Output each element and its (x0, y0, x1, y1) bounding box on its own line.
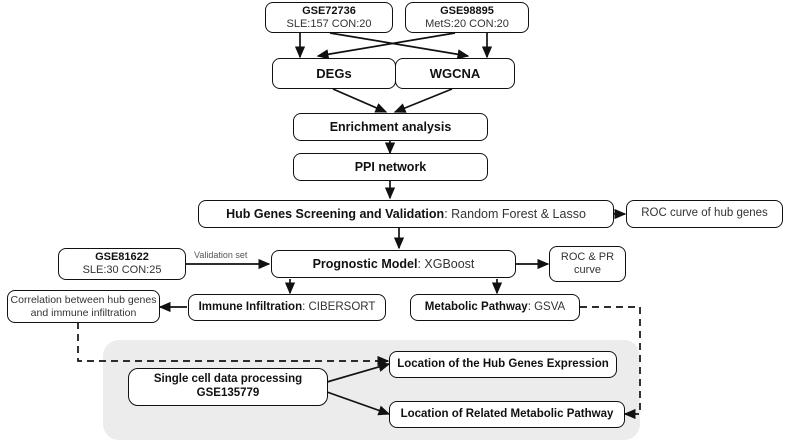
immune-regular: : CIBERSORT (302, 300, 376, 313)
metabolic-label: Metabolic Pathway: GSVA (425, 301, 565, 315)
node-location-hub-genes-expression[interactable]: Location of the Hub Genes Expression (389, 351, 617, 378)
singlecell-line2: GSE135779 (196, 387, 260, 399)
node-gse72736[interactable]: GSE72736 SLE:157 CON:20 (265, 2, 393, 33)
node-gse81622[interactable]: GSE81622 SLE:30 CON:25 (58, 248, 186, 280)
correlation-line2: and immune infiltration (30, 306, 137, 319)
gse98895-counts: MetS:20 CON:20 (425, 17, 509, 30)
ppi-label: PPI network (354, 159, 427, 174)
loc-hub-label: Location of the Hub Genes Expression (397, 357, 609, 370)
prognostic-regular: : XGBoost (417, 256, 475, 271)
node-metabolic-pathway[interactable]: Metabolic Pathway: GSVA (410, 294, 580, 321)
roc-pr-line1: ROC & PR (560, 251, 615, 264)
node-hub-genes-screening[interactable]: Hub Genes Screening and Validation: Rand… (198, 200, 614, 228)
singlecell-line1: Single cell data processing (153, 373, 303, 386)
degs-label: DEGs (316, 65, 352, 81)
prognostic-bold: Prognostic Model (312, 256, 418, 271)
node-immune-infiltration[interactable]: Immune Infiltration: CIBERSORT (188, 294, 386, 321)
loc-metabolic-label: Location of Related Metabolic Pathway (400, 407, 614, 420)
roc-pr-line2: curve (574, 264, 601, 276)
node-gse98895[interactable]: GSE98895 MetS:20 CON:20 (405, 2, 529, 33)
hub-screening-regular: : Random Forest & Lasso (444, 206, 586, 221)
metabolic-regular: : GSVA (527, 300, 566, 313)
gse81622-counts: SLE:30 CON:25 (82, 264, 162, 276)
hub-screening-bold: Hub Genes Screening and Validation (226, 206, 445, 221)
node-enrichment-analysis[interactable]: Enrichment analysis (293, 113, 488, 141)
edge-label-validation-set: Validation set (194, 250, 248, 260)
gse81622-title: GSE81622 (95, 251, 149, 264)
correlation-line1: Correlation between hub genes (10, 294, 157, 307)
node-correlation-hub-immune[interactable]: Correlation between hub genes and immune… (7, 290, 160, 323)
node-single-cell-processing[interactable]: Single cell data processing GSE135779 (128, 368, 328, 406)
gse72736-counts: SLE:157 CON:20 (286, 17, 372, 30)
node-roc-curve-hub-genes[interactable]: ROC curve of hub genes (626, 200, 783, 228)
node-roc-pr-curve[interactable]: ROC & PR curve (549, 246, 626, 282)
node-degs[interactable]: DEGs (272, 58, 396, 89)
node-wgcna[interactable]: WGCNA (395, 58, 515, 89)
hub-screening-label: Hub Genes Screening and Validation: Rand… (226, 207, 586, 222)
gse98895-title: GSE98895 (440, 4, 494, 17)
prognostic-label: Prognostic Model: XGBoost (313, 257, 475, 272)
node-ppi-network[interactable]: PPI network (293, 153, 488, 181)
gse72736-title: GSE72736 (302, 4, 356, 17)
metabolic-bold: Metabolic Pathway (424, 300, 528, 313)
node-location-related-metabolic-pathway[interactable]: Location of Related Metabolic Pathway (389, 401, 625, 428)
immune-bold: Immune Infiltration (198, 300, 303, 313)
node-prognostic-model[interactable]: Prognostic Model: XGBoost (271, 250, 516, 278)
roc-hub-label: ROC curve of hub genes (641, 207, 768, 220)
immune-label: Immune Infiltration: CIBERSORT (199, 301, 376, 315)
enrichment-label: Enrichment analysis (329, 119, 452, 134)
wgcna-label: WGCNA (429, 65, 481, 81)
